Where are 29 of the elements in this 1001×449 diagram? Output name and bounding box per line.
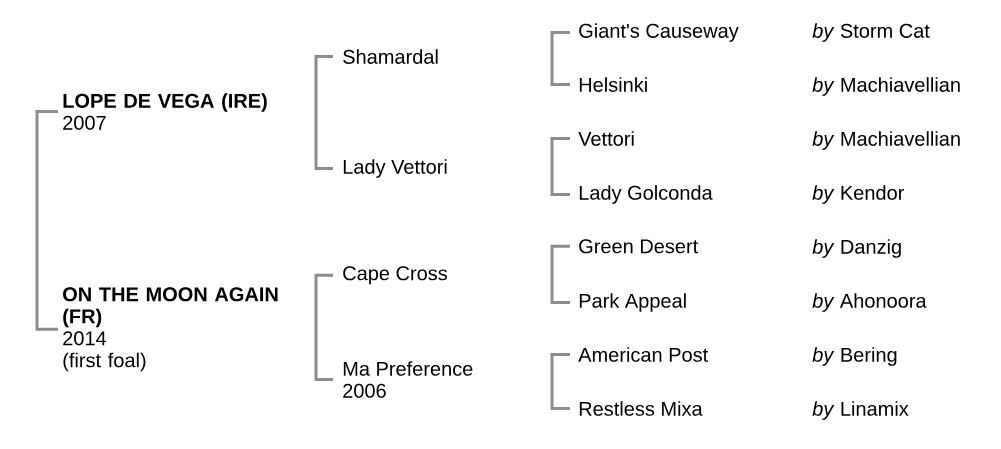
bracket-line (550, 137, 570, 196)
horse-name: ON THE MOON AGAIN (FR) 2014 (first foal) (63, 287, 278, 372)
horse-name: Park Appeal (579, 293, 686, 312)
sire-label: by Storm Cat (812, 23, 930, 42)
horse-name: Vettori (578, 131, 634, 146)
horse-name: Helsinki (579, 77, 647, 92)
bracket-line (550, 31, 570, 87)
horse-name: Lady Vettori (343, 159, 447, 178)
horse-name: Restless Mixa (579, 401, 703, 416)
horse-name: Shamardal (343, 49, 438, 64)
horse-name: Cape Cross (343, 266, 448, 285)
sire-label: by Linamix (812, 401, 909, 420)
horse-name: Ma Preference 2006 (343, 361, 473, 398)
sire-label: by Kendor (812, 185, 904, 204)
horse-name: LOPE DE VEGA (IRE) 2007 (63, 93, 267, 130)
bracket-line (35, 110, 58, 331)
bracket-line (314, 55, 333, 170)
bracket-line (550, 353, 570, 411)
horse-name: Lady Golconda (579, 185, 713, 204)
sire-label: by Machiavellian (812, 77, 960, 96)
bracket-line (550, 244, 570, 304)
horse-name: Green Desert (579, 239, 699, 254)
sire-label: by Danzig (812, 239, 901, 258)
sire-label: by Bering (812, 347, 897, 366)
bracket-line (314, 273, 333, 381)
sire-label: by Machiavellian (812, 131, 960, 150)
horse-name: American Post (578, 347, 709, 362)
horse-name: Giant's Causeway (579, 23, 739, 42)
sire-label: by Ahonoora (812, 293, 927, 312)
